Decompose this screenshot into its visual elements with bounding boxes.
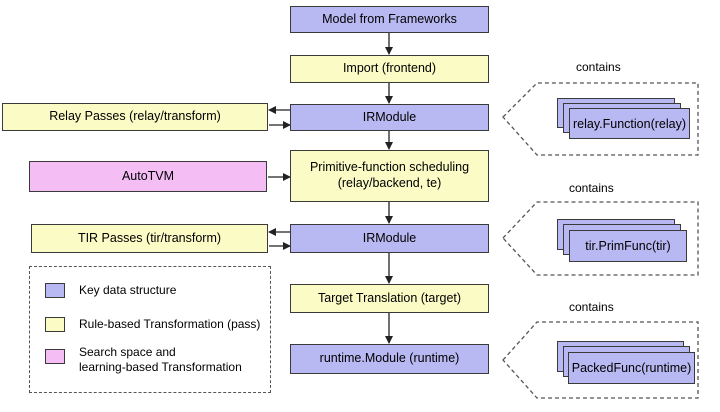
legend-label-rule-based: Rule-based Transformation (pass) — [79, 317, 261, 331]
legend-label-search-space-2: learning-based Transformation — [79, 360, 242, 374]
node-irmodule-2: IRModule — [290, 224, 489, 253]
node-target-translation-label: Target Translation (target) — [317, 290, 462, 305]
node-tir-passes: TIR Passes (tir/transform) — [31, 224, 268, 253]
node-relay-passes: Relay Passes (relay/transform) — [2, 103, 268, 131]
node-import-frontend: Import (frontend) — [290, 55, 489, 83]
node-irmodule-1-label: IRModule — [362, 109, 417, 124]
stack-relay-function-label: relay.Function(relay) — [572, 116, 686, 131]
node-import-frontend-label: Import (frontend) — [342, 61, 437, 76]
legend-label-data-structure: Key data structure — [79, 283, 177, 297]
node-runtime-module-label: runtime.Module (runtime) — [319, 351, 460, 366]
legend-swatch-rule-based — [45, 317, 65, 332]
node-target-translation: Target Translation (target) — [290, 284, 489, 313]
node-runtime-module: runtime.Module (runtime) — [290, 344, 489, 374]
node-relay-passes-label: Relay Passes (relay/transform) — [49, 109, 221, 124]
legend: Key data structure Rule-based Transforma… — [29, 266, 271, 393]
stack-relay-function-front: relay.Function(relay) — [569, 108, 690, 139]
callout-relay-function — [502, 82, 699, 156]
contains-label-3: contains — [569, 300, 614, 314]
callout-tir-primfunc — [502, 201, 699, 276]
contains-label-1: contains — [576, 60, 621, 74]
node-irmodule-1: IRModule — [290, 104, 489, 131]
node-tir-passes-label: TIR Passes (tir/transform) — [77, 230, 222, 245]
node-autotvm: AutoTVM — [29, 161, 267, 192]
legend-label-search-space-1: Search space and — [79, 345, 176, 359]
node-primitive-scheduling-line1: Primitive-function scheduling — [309, 160, 470, 175]
stack-packed-func-front: PackedFunc(runtime) — [568, 352, 695, 384]
node-model-from-frameworks: Model from Frameworks — [290, 6, 489, 33]
node-irmodule-2-label: IRModule — [362, 230, 417, 245]
legend-swatch-search-space — [45, 349, 65, 364]
node-model-from-frameworks-label: Model from Frameworks — [322, 11, 457, 26]
stack-tir-primfunc-label: tir.PrimFunc(tir) — [585, 239, 671, 253]
node-autotvm-label: AutoTVM — [121, 168, 175, 183]
contains-label-2: contains — [569, 181, 614, 195]
callout-packed-func — [502, 321, 699, 399]
node-primitive-scheduling-line2: (relay/backend, te) — [337, 176, 442, 190]
node-primitive-scheduling: Primitive-function scheduling (relay/bac… — [290, 150, 489, 202]
legend-swatch-data-structure — [45, 283, 65, 298]
stack-tir-primfunc-front: tir.PrimFunc(tir) — [569, 230, 687, 262]
stack-packed-func-label: PackedFunc(runtime) — [571, 361, 692, 375]
